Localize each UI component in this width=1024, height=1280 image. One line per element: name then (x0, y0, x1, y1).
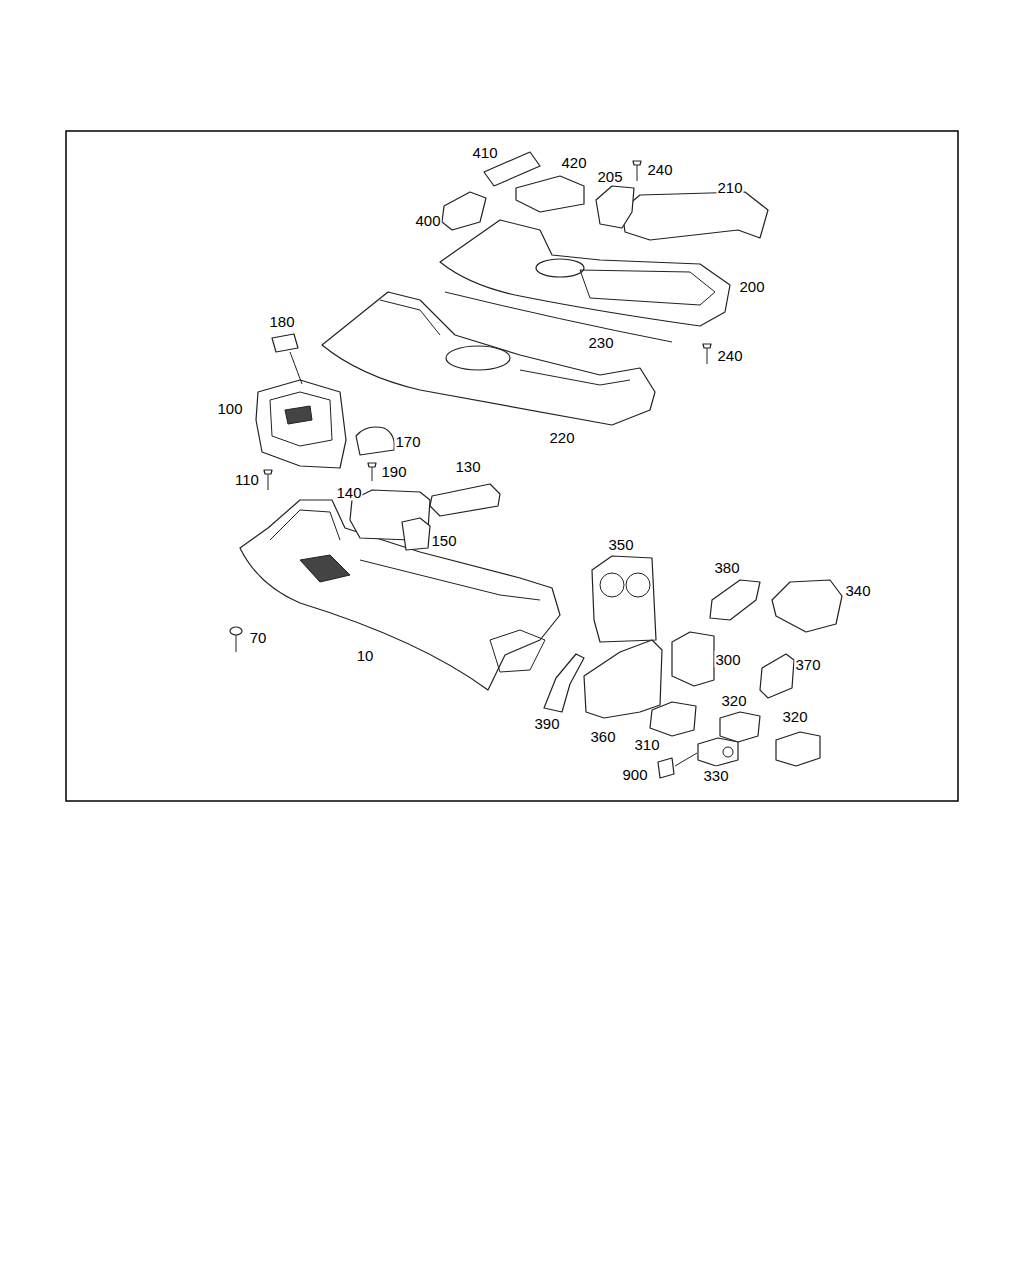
callout-number: 220 (548, 429, 575, 446)
callout-number: 900 (621, 766, 648, 783)
trim-strip (445, 292, 672, 342)
callout-number: 230 (587, 334, 614, 351)
callout-number: 420 (560, 154, 587, 171)
callout-number: 150 (430, 532, 457, 549)
callout-number: 110 (234, 471, 260, 488)
callout-number: 390 (533, 715, 560, 732)
socket (698, 738, 738, 766)
control-unit (772, 580, 842, 632)
screw (633, 161, 641, 181)
callout-number: 350 (607, 536, 634, 553)
trim-frame (592, 556, 656, 642)
callout-number: 330 (702, 767, 729, 784)
callout-number: 380 (713, 559, 740, 576)
screw (230, 627, 242, 652)
callout-number: 340 (844, 582, 871, 599)
leader-line (675, 753, 697, 766)
usb-port (776, 732, 820, 766)
callout-number: 410 (471, 144, 498, 161)
cup-insert (402, 518, 430, 550)
callout-number: 100 (216, 400, 243, 417)
cover-plate (760, 654, 794, 698)
ring-trim (710, 580, 760, 620)
callout-number: 310 (633, 736, 660, 753)
switch (672, 632, 714, 686)
cover (516, 176, 584, 212)
frame-trim (442, 192, 486, 230)
tray-mat (430, 484, 500, 516)
callout-number: 210 (716, 179, 743, 196)
label-sticker (658, 758, 674, 778)
screw (703, 344, 711, 364)
callout-number: 190 (380, 463, 407, 480)
callout-number: 205 (596, 168, 623, 185)
callout-number: 140 (335, 484, 362, 501)
clip (272, 334, 298, 352)
callout-number: 320 (781, 708, 808, 725)
callout-number: 320 (720, 692, 747, 709)
callout-number: 360 (589, 728, 616, 745)
armrest-lid (622, 192, 768, 240)
callout-number: 400 (414, 212, 441, 229)
callout-number: 370 (794, 656, 821, 673)
callout-number: 300 (714, 651, 741, 668)
usb-port (720, 712, 760, 742)
callout-number: 180 (268, 313, 295, 330)
callout-number: 240 (716, 347, 743, 364)
lid-hinge-cover (596, 186, 634, 228)
screw (264, 470, 272, 490)
shifter-module (256, 380, 346, 468)
callout-number: 10 (356, 647, 375, 664)
trim-strip-side (544, 654, 584, 712)
callout-number: 240 (646, 161, 673, 178)
callout-number: 200 (738, 278, 765, 295)
leader-line (290, 352, 302, 384)
lower-trim (584, 640, 662, 718)
callout-number: 170 (394, 433, 421, 450)
screw (368, 463, 376, 481)
frame (66, 131, 958, 801)
switch-panel (650, 702, 696, 736)
callout-number: 70 (249, 629, 268, 646)
knob (356, 427, 394, 455)
callout-number: 130 (454, 458, 481, 475)
